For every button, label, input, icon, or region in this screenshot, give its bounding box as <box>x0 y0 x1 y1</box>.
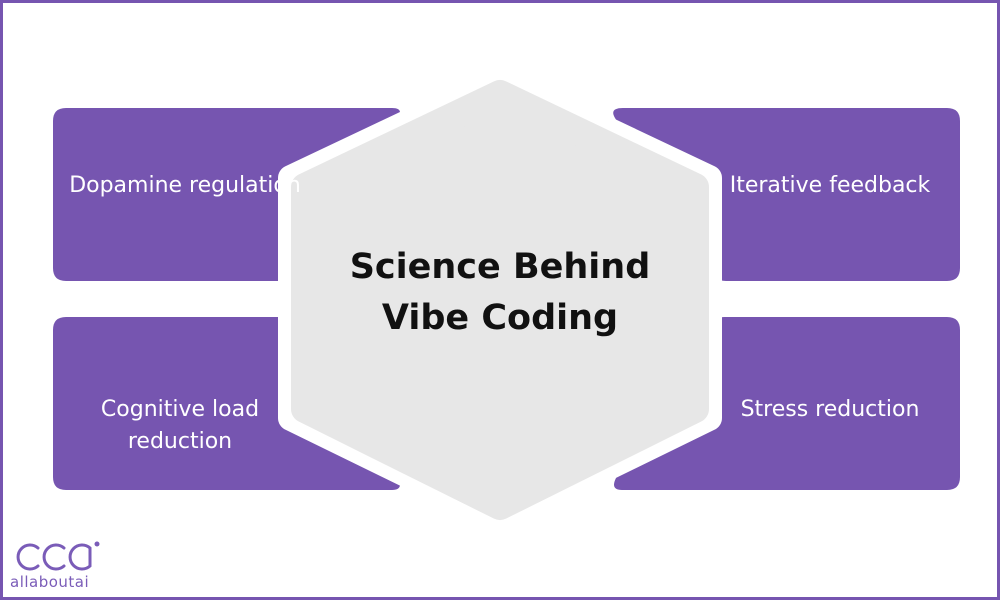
allaboutai-logo <box>16 541 100 571</box>
diagram-title: Science Behind Vibe Coding <box>349 247 651 338</box>
box-label-bottom-left: Cognitive load reduction <box>100 397 260 454</box>
center-hexagon-fill <box>291 80 709 520</box>
box-label-bottom-right: Stress reduction <box>740 397 920 422</box>
logo-name: allaboutai <box>10 573 90 591</box>
box-label-top-right: Iterative feedback <box>729 173 931 198</box>
box-label-top-left: Dopamine regulation <box>69 173 301 198</box>
logo-mark <box>16 543 92 571</box>
